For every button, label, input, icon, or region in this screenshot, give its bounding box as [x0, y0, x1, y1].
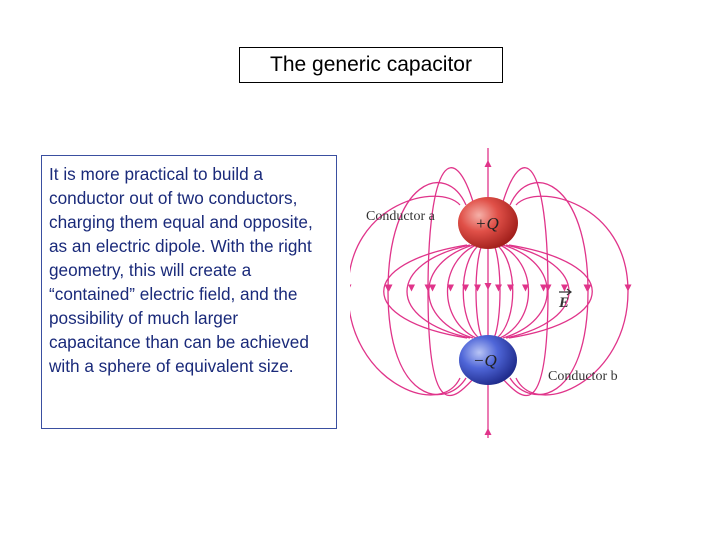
field-arrow	[484, 160, 492, 167]
field-line-inner	[496, 244, 514, 339]
field-arrows	[350, 160, 632, 435]
field-lines	[350, 148, 629, 438]
field-arrow	[484, 428, 492, 435]
conductor-a-body	[458, 197, 518, 249]
charge-a-label: +Q	[475, 214, 499, 233]
field-line-inner	[383, 244, 468, 339]
field-arrow	[624, 284, 632, 292]
field-arrow	[584, 284, 592, 292]
field-line-outer	[350, 195, 461, 396]
field-line-outer	[515, 195, 629, 396]
field-arrow	[384, 284, 392, 292]
field-line-inner	[406, 244, 471, 339]
explanation-text-box: It is more practical to build a conducto…	[41, 155, 337, 429]
field-arrow	[540, 284, 547, 292]
field-arrow	[474, 284, 481, 292]
conductor-a-label: Conductor a	[366, 209, 436, 224]
slide-title: The generic capacitor	[239, 47, 503, 83]
conductor-b-label: Conductor b	[548, 369, 618, 384]
field-arrow	[447, 284, 454, 292]
field-line-inner	[475, 244, 483, 339]
field-arrow	[408, 284, 415, 292]
field-arrow	[544, 284, 552, 292]
field-arrow	[522, 284, 529, 292]
explanation-text: It is more practical to build a conducto…	[49, 164, 313, 376]
field-line-inner	[508, 244, 593, 339]
field-line-inner	[462, 244, 480, 339]
field-vector-arrow-icon	[559, 288, 572, 296]
field-line-inner	[428, 244, 474, 339]
field-arrow	[561, 284, 568, 292]
field-arrow	[507, 284, 514, 292]
field-arrow	[350, 284, 352, 292]
field-arrow	[462, 284, 469, 292]
field-vector-label: E	[558, 295, 569, 311]
field-line-inner	[446, 244, 477, 339]
conductor-b-body	[459, 335, 517, 385]
field-arrow	[495, 284, 502, 292]
capacitor-field-diagram: +Q −Q Conductor a Conductor b E	[350, 148, 632, 438]
charge-b-label: −Q	[473, 351, 497, 370]
field-line-inner	[493, 244, 501, 339]
field-arrow	[484, 283, 492, 290]
field-arrow	[424, 284, 432, 292]
field-line-inner	[499, 244, 530, 339]
field-arrow	[429, 284, 436, 292]
field-line-inner	[502, 244, 548, 339]
